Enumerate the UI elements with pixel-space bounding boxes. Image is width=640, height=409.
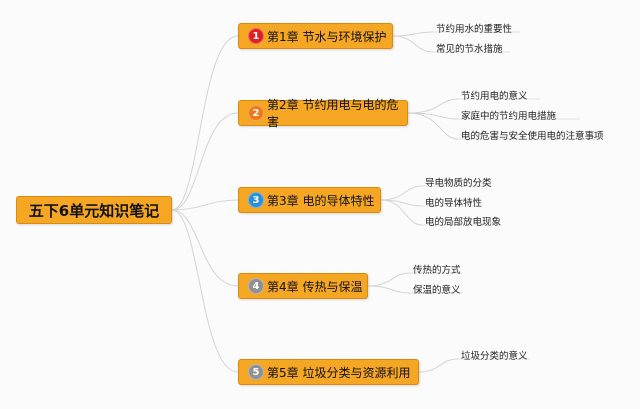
topic-leaf[interactable]: 传热的方式 [413, 265, 461, 276]
number-badge-icon: 3 [248, 192, 264, 208]
chapter-node-4[interactable]: 4 第4章 传热与保温 [238, 273, 368, 299]
number-badge-icon: 2 [248, 105, 264, 121]
connector-ch2-leaves [407, 98, 459, 140]
topic-leaf[interactable]: 垃圾分类的意义 [461, 351, 528, 362]
chapter-label: 第2章 节约用电与电的危害 [267, 98, 399, 129]
number-badge-icon: 5 [248, 364, 264, 380]
connector-root-ch4 [171, 209, 239, 287]
connector-ch5-leaves [418, 358, 459, 373]
topic-leaf[interactable]: 节约用水的重要性 [436, 24, 513, 35]
chapter-label: 第4章 传热与保温 [267, 279, 363, 294]
chapter-label: 第5章 垃圾分类与资源利用 [267, 365, 411, 380]
topic-leaf[interactable]: 电的导体特性 [425, 198, 483, 209]
chapter-node-3[interactable]: 3 第3章 电的导体特性 [238, 187, 381, 213]
connector-root-ch1 [171, 35, 239, 211]
connector-root-ch3 [171, 199, 239, 211]
connector-root-ch5 [171, 209, 239, 373]
topic-leaf[interactable]: 保温的意义 [413, 285, 461, 296]
connector-root-ch2 [171, 112, 239, 211]
topic-leaf[interactable]: 家庭中的节约用电措施 [461, 111, 557, 122]
root-title: 五下6单元知识笔记 [28, 201, 160, 220]
connector-ch3-leaves [380, 185, 423, 226]
chapter-node-1[interactable]: 1 第1章 节水与环境保护 [238, 23, 393, 49]
topic-leaf[interactable]: 电的危害与安全使用电的注意事项 [461, 131, 604, 142]
chapter-label: 第1章 节水与环境保护 [267, 29, 387, 44]
topic-leaf[interactable]: 常见的节水措施 [436, 44, 503, 55]
chapter-label: 第3章 电的导体特性 [267, 193, 375, 208]
root-node[interactable]: 五下6单元知识笔记 [16, 196, 172, 224]
number-badge-icon: 1 [248, 28, 264, 44]
chapter-node-5[interactable]: 5 第5章 垃圾分类与资源利用 [238, 359, 419, 385]
topic-leaf[interactable]: 节约用电的意义 [461, 91, 528, 102]
topic-leaf[interactable]: 电的局部放电现象 [425, 217, 502, 228]
number-badge-icon: 4 [248, 278, 264, 294]
chapter-node-2[interactable]: 2 第2章 节约用电与电的危害 [238, 98, 408, 129]
connector-ch1-leaves [392, 31, 434, 53]
connector-ch4-leaves [367, 272, 411, 294]
topic-leaf[interactable]: 导电物质的分类 [425, 178, 492, 189]
